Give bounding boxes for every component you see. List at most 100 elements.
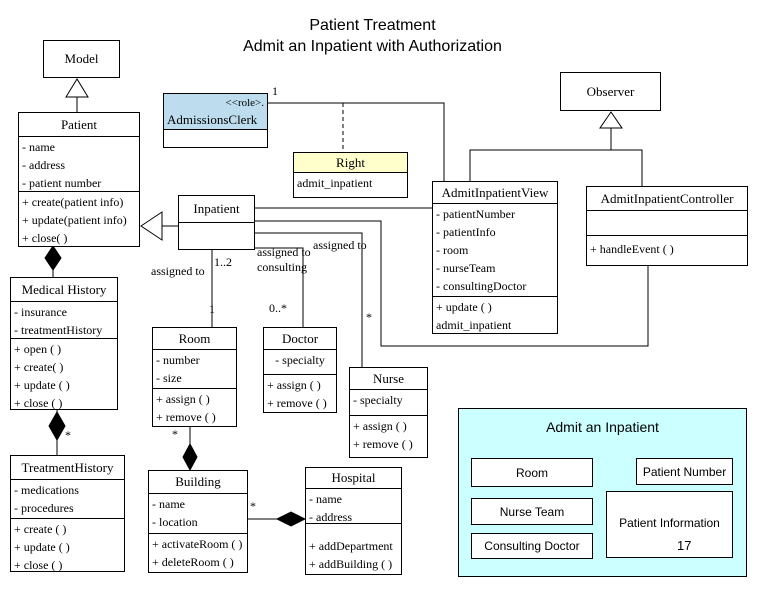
multiplicity-doctor: 0..* — [269, 301, 287, 315]
member-text: admit_inpatient — [436, 318, 512, 332]
class-patient[interactable]: Patient - name- address- patient number … — [18, 112, 140, 247]
member-text: + close ( ) — [14, 396, 63, 409]
class-room-attributes: - number - size — [153, 349, 236, 388]
edge-inpatient-controller — [255, 220, 649, 347]
admit-inpatient-mockup-panel: Admit an Inpatient Room Patient Number N… — [458, 408, 747, 577]
member-text: + activateRoom ( ) — [152, 537, 243, 551]
class-clerk-name: AdmissionsClerk — [167, 112, 258, 127]
class-doctor[interactable]: Doctor - specialty + assign ( )+ remove … — [263, 327, 337, 413]
member-text: + remove ( ) — [267, 396, 327, 410]
edge-observer-generalization — [469, 111, 643, 186]
member-text: + remove ( ) — [353, 437, 413, 451]
class-building-methods: + activateRoom ( )+ deleteRoom ( ) — [149, 533, 247, 572]
class-doctor-methods: + assign ( )+ remove ( ) — [264, 374, 336, 412]
member-text: + create ( ) — [14, 522, 67, 536]
member-text: - name — [152, 497, 185, 511]
class-hospital[interactable]: Hospital - name- address + addDepartment… — [305, 467, 402, 575]
class-building-attributes: - name - location — [149, 493, 247, 533]
member-text: + addBuilding ( ) — [309, 557, 393, 571]
member-text: - address — [22, 158, 65, 172]
class-medical-history-name: Medical History — [21, 281, 107, 297]
diagram-title-line1: Patient Treatment — [309, 17, 436, 34]
edge-inpatient-doctor — [255, 247, 304, 327]
multiplicity-hospital-buildings: * — [250, 499, 256, 513]
class-patient-name: Patient — [60, 116, 98, 132]
class-treatment-history-methods: + create ( )+ update ( )+ close ( ) — [11, 518, 124, 571]
class-room[interactable]: Room - number- size + assign ( )+ remove… — [152, 327, 237, 427]
panel-nurse-team-box[interactable]: Nurse Team — [471, 498, 593, 525]
inpatient-empty-compartment — [179, 222, 254, 249]
class-view-name: AdmitInpatientView — [441, 184, 549, 200]
edge-medicalhistory-treatmenthistory-composition — [48, 410, 66, 455]
class-controller-methods: + handleEvent ( ) — [587, 235, 747, 265]
class-model[interactable]: Model — [43, 40, 120, 78]
class-medical-history[interactable]: Medical History - insurance - treatmentHi… — [10, 277, 118, 410]
panel-consulting-doctor-box[interactable]: Consulting Doctor — [471, 533, 593, 559]
multiplicity-room-near: 1..2 — [214, 255, 232, 269]
member-text: - room — [436, 243, 469, 257]
panel-room-box[interactable]: Room — [471, 458, 593, 487]
class-view-methods: + update ( )admit_inpatient — [433, 296, 557, 335]
class-view-attributes: - patientNumber- patientInfo- room- nurs… — [433, 203, 557, 296]
label-assigned-to-consulting: assigned to consulting — [257, 245, 311, 274]
class-nurse[interactable]: Nurse - specialty + assign ( ) + remove (… — [349, 367, 428, 458]
member-text: + create(patient info) — [22, 195, 124, 209]
class-patient-methods: + create(patient info) + update(patient i… — [19, 191, 139, 246]
class-inpatient[interactable]: Inpatient — [178, 195, 255, 250]
diagram-title-line2: Admit an Inpatient with Authorization — [243, 38, 502, 55]
clerk-empty-compartment — [164, 129, 267, 147]
class-treatment-history-attributes: - medications- procedures — [11, 479, 124, 518]
class-observer[interactable]: Observer — [560, 72, 661, 111]
class-room-methods: + assign ( )+ remove ( ) — [153, 388, 236, 426]
class-building[interactable]: Building - name - location + activateRoom… — [148, 470, 248, 573]
member-text: admit_inpatient — [297, 176, 373, 190]
member-text: + assign ( ) — [353, 419, 407, 433]
class-nurse-name: Nurse — [372, 370, 405, 386]
class-model-name: Model — [64, 51, 99, 66]
class-treatment-history[interactable]: TreatmentHistory - medications- procedur… — [10, 455, 125, 572]
member-text: - size — [156, 371, 182, 385]
class-admissions-clerk[interactable]: <<role>. AdmissionsClerk — [163, 93, 268, 148]
multiplicity-treatment-history: * — [65, 428, 71, 442]
member-text: + addDepartment — [309, 539, 393, 553]
class-hospital-methods: + addDepartment + addBuilding ( ) — [306, 523, 401, 574]
edge-building-hospital-composition — [248, 511, 307, 527]
panel-patient-information-box[interactable]: Patient Information — [606, 491, 733, 558]
diagram-title: Patient Treatment Admit an Inpatient wit… — [100, 15, 645, 57]
class-admit-inpatient-controller[interactable]: AdmitInpatientController + handleEvent (… — [586, 186, 748, 266]
member-text: + update(patient info) — [22, 213, 127, 227]
member-text: - address — [309, 510, 352, 523]
class-inpatient-name: Inpatient — [193, 201, 240, 216]
member-text: - medications — [14, 483, 79, 497]
member-text: - specialty — [353, 393, 403, 407]
class-admit-inpatient-view[interactable]: AdmitInpatientView - patientNumber- pati… — [432, 181, 558, 334]
class-nurse-methods: + assign ( ) + remove ( ) — [350, 415, 427, 457]
member-text: - patientInfo — [436, 225, 496, 239]
class-right-attributes: admit_inpatient — [294, 172, 407, 197]
class-doctor-attributes: - specialty — [264, 349, 336, 374]
label-assigned-to-nurse: assigned to — [313, 238, 367, 252]
member-text: - location — [152, 515, 198, 529]
class-controller-name: AdmitInpatientController — [600, 190, 734, 206]
panel-patient-number-box[interactable]: Patient Number — [636, 458, 733, 485]
class-patient-attributes: - name- address- patient number — [19, 136, 139, 191]
controller-empty-compartment — [587, 210, 747, 235]
panel-page-number: 17 — [677, 538, 692, 553]
class-building-name: Building — [175, 474, 221, 489]
class-hospital-attributes: - name- address — [306, 488, 401, 523]
multiplicity-room-far: 1 — [209, 302, 215, 316]
edge-clerk-view — [268, 102, 445, 181]
member-text: - insurance — [14, 305, 67, 319]
member-text: - treatmentHistory — [14, 323, 103, 337]
member-text: + close ( ) — [14, 558, 63, 571]
member-text: - nurseTeam — [436, 261, 496, 275]
label-assigned-to-room: assigned to — [151, 264, 205, 278]
multiplicity-nurse: * — [366, 310, 372, 324]
member-text: - number — [156, 353, 200, 367]
member-text: + assign ( ) — [156, 392, 210, 406]
class-right[interactable]: Right admit_inpatient — [293, 152, 408, 198]
class-treatment-history-name: TreatmentHistory — [21, 459, 114, 475]
clerk-stereotype: <<role>. — [225, 97, 264, 109]
